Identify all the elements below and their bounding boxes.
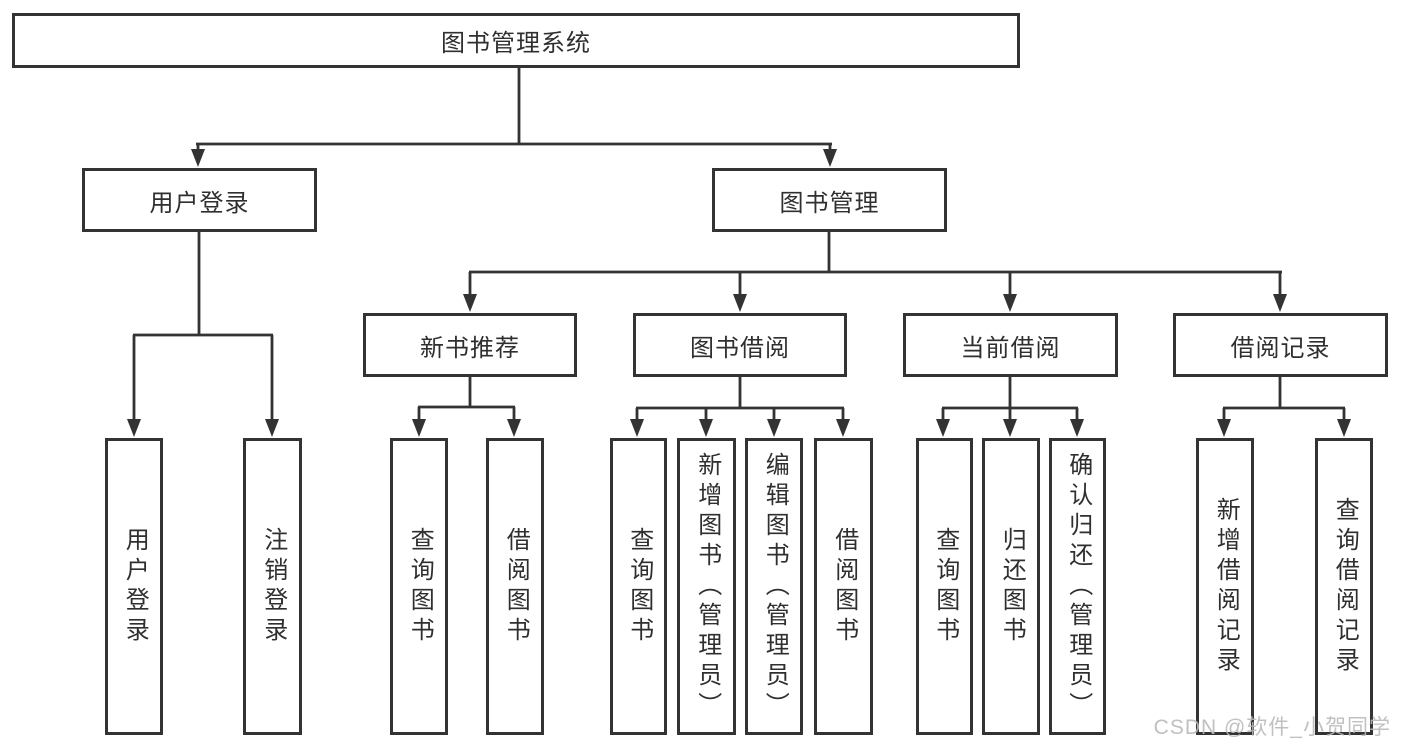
connector-user-login-branch — [132, 232, 274, 421]
node-user-login: 用户登录 — [82, 168, 317, 232]
leaf-query-books-1: 查询图书 — [390, 438, 448, 735]
node-current-borrow-label: 当前借阅 — [960, 334, 1061, 362]
leaf-add-borrow-record-label: 新增借阅记录 — [1212, 496, 1240, 677]
leaf-borrow-books-2: 借阅图书 — [814, 438, 873, 735]
leaf-query-books-3-label: 查询图书 — [931, 526, 959, 647]
leaf-add-book-admin: 新增图书（管理员） — [677, 438, 736, 735]
leaf-query-books-1-label: 查询图书 — [406, 526, 434, 647]
node-borrow-records: 借阅记录 — [1173, 313, 1388, 377]
arrow-down-icon — [463, 294, 477, 312]
leaf-edit-book-admin: 编辑图书（管理员） — [745, 438, 803, 735]
node-user-login-label: 用户登录 — [149, 189, 250, 217]
leaf-add-borrow-record: 新增借阅记录 — [1196, 438, 1254, 735]
arrow-down-icon — [767, 419, 781, 437]
arrow-down-icon — [1217, 419, 1231, 437]
arrow-down-icon — [733, 294, 747, 312]
arrow-down-icon — [836, 419, 850, 437]
arrow-down-icon — [1070, 419, 1084, 437]
arrow-down-icon — [630, 419, 644, 437]
arrow-down-icon — [412, 419, 426, 437]
leaf-query-books-2: 查询图书 — [610, 438, 667, 735]
leaf-query-books-3: 查询图书 — [916, 438, 973, 735]
arrow-down-icon — [1003, 294, 1017, 312]
leaf-edit-book-admin-label: 编辑图书（管理员） — [761, 451, 789, 722]
node-new-book-recommend-label: 新书推荐 — [420, 334, 520, 362]
node-book-management-label: 图书管理 — [779, 189, 880, 217]
connector-root-branch — [196, 68, 832, 151]
leaf-return-books: 归还图书 — [982, 438, 1040, 735]
arrow-down-icon — [699, 419, 713, 437]
leaf-borrow-books-2-label: 借阅图书 — [830, 526, 858, 647]
connector-new-book-branch — [417, 377, 516, 421]
arrow-down-icon — [1003, 419, 1017, 437]
node-root-label: 图书管理系统 — [441, 30, 591, 57]
leaf-logout-label: 注销登录 — [259, 526, 287, 647]
node-new-book-recommend: 新书推荐 — [363, 313, 577, 377]
node-borrow-records-label: 借阅记录 — [1230, 334, 1331, 362]
leaf-confirm-return-admin: 确认归还（管理员） — [1049, 438, 1106, 735]
leaf-borrow-books-1-label: 借阅图书 — [502, 526, 530, 647]
connector-book-mgmt-branch — [468, 232, 1282, 296]
leaf-borrow-books-1: 借阅图书 — [486, 438, 544, 735]
leaf-return-books-label: 归还图书 — [998, 526, 1026, 647]
connector-current-borrow-branch — [941, 377, 1079, 421]
leaf-user-login-label: 用户登录 — [121, 526, 149, 647]
node-book-borrow-label: 图书借阅 — [690, 334, 790, 362]
csdn-watermark: CSDN @软件_小贺同学 — [1153, 716, 1391, 739]
connector-book-borrow-branch — [635, 377, 845, 421]
leaf-query-books-2-label: 查询图书 — [625, 526, 653, 647]
leaf-confirm-return-admin-label: 确认归还（管理员） — [1064, 451, 1092, 722]
arrow-down-icon — [191, 149, 205, 167]
arrow-down-icon — [1273, 294, 1287, 312]
connector-borrow-records-branch — [1222, 377, 1346, 421]
arrow-down-icon — [936, 419, 950, 437]
arrow-down-icon — [265, 419, 279, 437]
arrow-down-icon — [127, 419, 141, 437]
arrow-down-icon — [507, 419, 521, 437]
leaf-query-borrow-record: 查询借阅记录 — [1315, 438, 1373, 735]
leaf-logout: 注销登录 — [243, 438, 302, 735]
node-root: 图书管理系统 — [12, 13, 1020, 68]
node-book-borrow: 图书借阅 — [633, 313, 847, 377]
leaf-query-borrow-record-label: 查询借阅记录 — [1331, 496, 1359, 677]
node-book-management: 图书管理 — [712, 168, 947, 232]
arrow-down-icon — [823, 149, 837, 167]
leaf-user-login: 用户登录 — [105, 438, 163, 735]
leaf-add-book-admin-label: 新增图书（管理员） — [693, 451, 721, 722]
node-current-borrow: 当前借阅 — [903, 313, 1118, 377]
arrow-down-icon — [1337, 419, 1351, 437]
